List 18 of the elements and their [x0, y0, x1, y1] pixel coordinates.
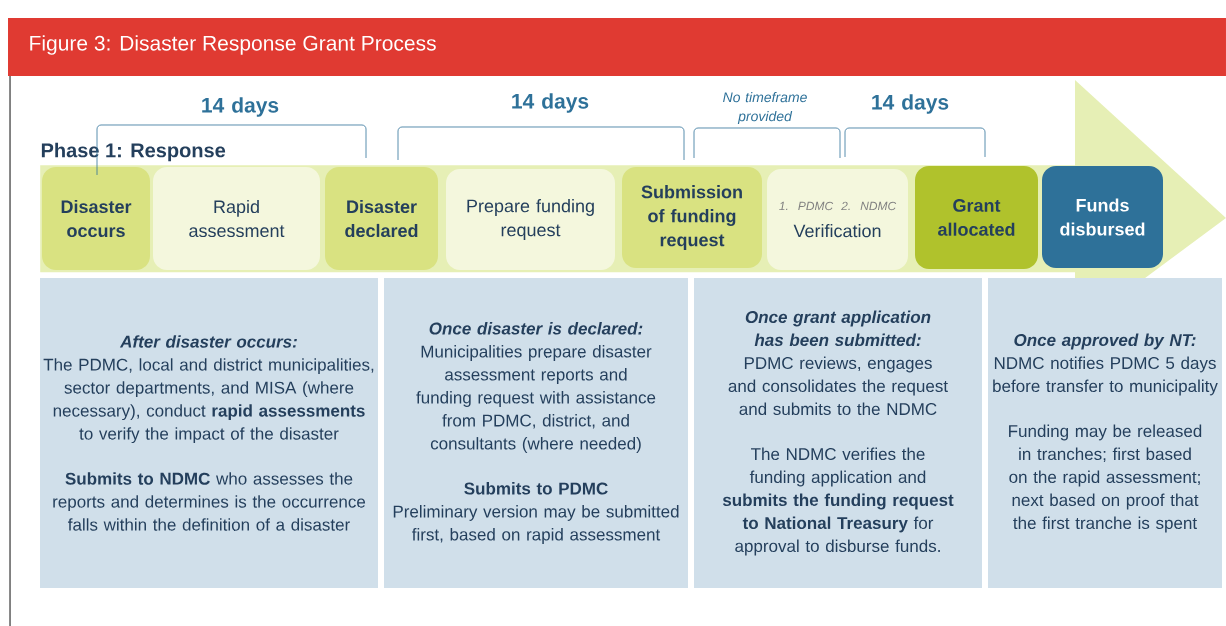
step-box: Disaster occurs: [42, 167, 150, 270]
phase-heading: Phase 1: Response: [41, 142, 226, 162]
step-box: Funds disbursed: [1042, 166, 1163, 268]
duration-label: 14 days: [202, 97, 279, 117]
duration-label: 14 days: [512, 93, 589, 113]
step-box: Submission of funding request: [622, 167, 762, 268]
duration-label: 14 days: [872, 94, 949, 114]
description-panel: Once approved by NT: NDMC notifies PDMC 5 days before transfer to municipality Funding may be released in tranches; first based on the rapid assessment; next based on proof that the first tranche is spent: [988, 278, 1222, 588]
description-panel: Once grant application has been submitted: PDMC reviews, engages and consolidates the request and submits to the NDMC The NDMC verifies the funding application and submits the funding request to National Treasury for approval to disburse funds.: [694, 278, 982, 588]
description-panel: After disaster occurs: The PDMC, local and district municipalities, sector departments, and MISA (where necessary), conduct rapid assessments to verify the impact of the disaster Submits to NDMC who assesses the reports and determines is the occurrence falls within the definition of a disaster: [40, 278, 378, 588]
title-bar: Figure 3: Disaster Response Grant Process: [8, 18, 1226, 76]
step-box: Disaster declared: [325, 167, 438, 270]
step-box: Rapid assessment: [153, 167, 320, 270]
description-panel: Once disaster is declared: Municipalities prepare disaster assessment reports and funding request with assistance from PDMC, district, and consultants (where needed) Submits to PDMC Preliminary version may be submitted first, based on rapid assessment: [384, 278, 688, 588]
step-box: Grant allocated: [915, 166, 1038, 269]
step-box: Prepare funding request: [446, 169, 615, 270]
duration-label: No timeframe provided: [723, 91, 807, 124]
step-box: 1. PDMC 2. NDMC Verification: [767, 169, 908, 270]
